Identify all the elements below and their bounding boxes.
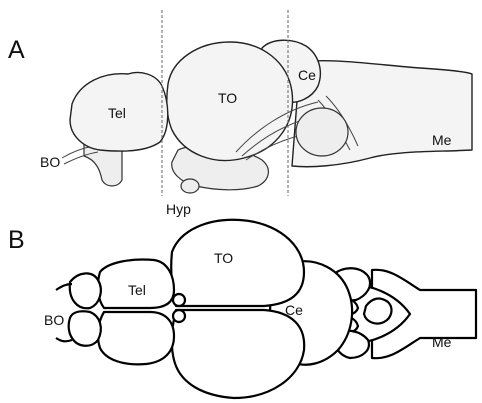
label-b-tel: Tel bbox=[128, 282, 146, 298]
otic-region-sketch bbox=[296, 108, 348, 156]
label-a-tel: Tel bbox=[108, 105, 126, 121]
pituitary-sketch bbox=[181, 179, 199, 193]
optic-tectum-bottom bbox=[172, 310, 304, 398]
olfactory-bulb-bottom bbox=[69, 311, 101, 346]
panel-b: B Tel TO Ce Me BO bbox=[8, 220, 476, 398]
midline-nodule-bottom bbox=[173, 310, 185, 322]
panel-a: A Tel TO Ce Me BO Hyp bbox=[8, 10, 472, 217]
panel-a-letter: A bbox=[8, 36, 25, 64]
label-a-ce: Ce bbox=[298, 67, 316, 83]
label-a-hyp: Hyp bbox=[166, 201, 191, 217]
fourth-ventricle-inner bbox=[364, 299, 391, 324]
label-b-to: TO bbox=[214, 250, 233, 266]
label-a-to: TO bbox=[218, 90, 237, 106]
midline-nodule-top bbox=[173, 294, 185, 306]
label-a-me: Me bbox=[432, 132, 452, 148]
label-b-ce: Ce bbox=[285, 302, 303, 318]
olfactory-bulb-top bbox=[70, 273, 101, 308]
label-a-bo: BO bbox=[40, 154, 60, 170]
label-b-me: Me bbox=[432, 334, 452, 350]
panel-b-letter: B bbox=[8, 226, 25, 254]
optic-tectum-top bbox=[171, 220, 304, 306]
label-b-bo: BO bbox=[44, 312, 64, 328]
telencephalon-bottom bbox=[98, 312, 174, 364]
